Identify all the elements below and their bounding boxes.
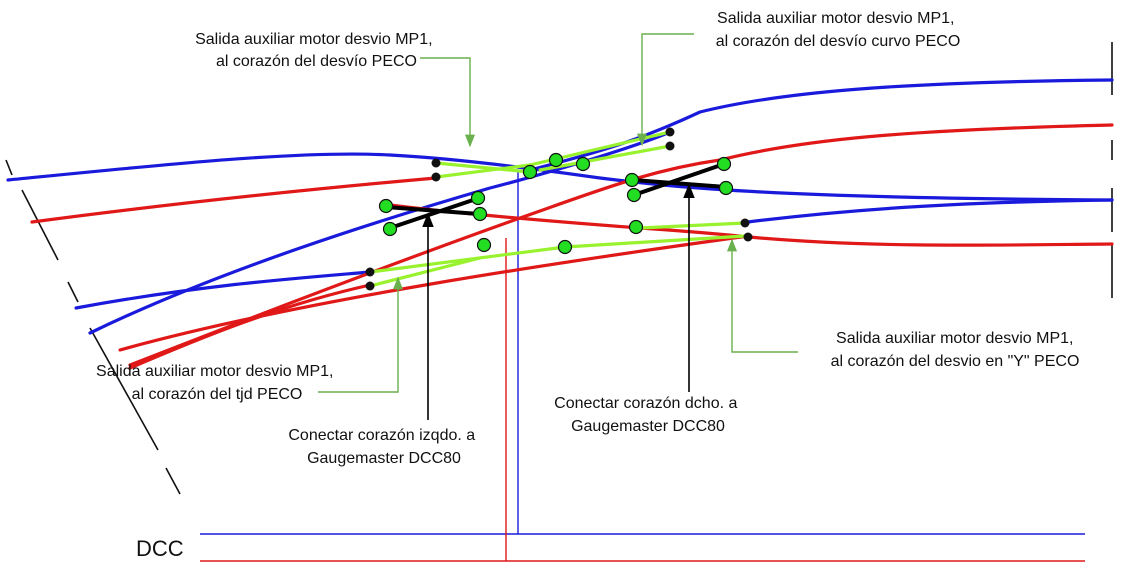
dcc-bus bbox=[200, 172, 1085, 562]
label-dcc: DCC bbox=[136, 536, 184, 561]
baseboard-edge bbox=[5, 42, 1113, 495]
label-mp1-y: Salida auxiliar motor desvio MP1, al cor… bbox=[831, 330, 1080, 370]
leader-lines bbox=[318, 33, 798, 393]
label-left-frog: Conectar corazón izqdo. a Gaugemaster DC… bbox=[288, 427, 479, 467]
frog-leaders bbox=[422, 183, 695, 420]
blue-rails bbox=[6, 78, 1114, 335]
rail-gaps bbox=[365, 127, 753, 291]
leader-mp1-y bbox=[726, 238, 798, 353]
frog-bars bbox=[384, 162, 728, 230]
leader-mp1-curvo bbox=[636, 33, 694, 147]
label-right-frog: Conectar corazón dcho. a Gaugemaster DCC… bbox=[554, 395, 742, 435]
red-rails bbox=[30, 123, 1114, 370]
label-mp1-peco-top: Salida auxiliar motor desvio MP1, al cor… bbox=[195, 31, 437, 70]
label-mp1-tjd: Salida auxiliar motor desvio MP1, al cor… bbox=[96, 363, 338, 403]
labels: Salida auxiliar motor desvio MP1, al cor… bbox=[96, 10, 1079, 561]
label-mp1-curvo: Salida auxiliar motor desvio MP1, al cor… bbox=[716, 10, 961, 50]
feed-points bbox=[378, 152, 734, 255]
leader-mp1-peco-top bbox=[420, 57, 476, 148]
leader-mp1-tjd bbox=[318, 276, 404, 393]
